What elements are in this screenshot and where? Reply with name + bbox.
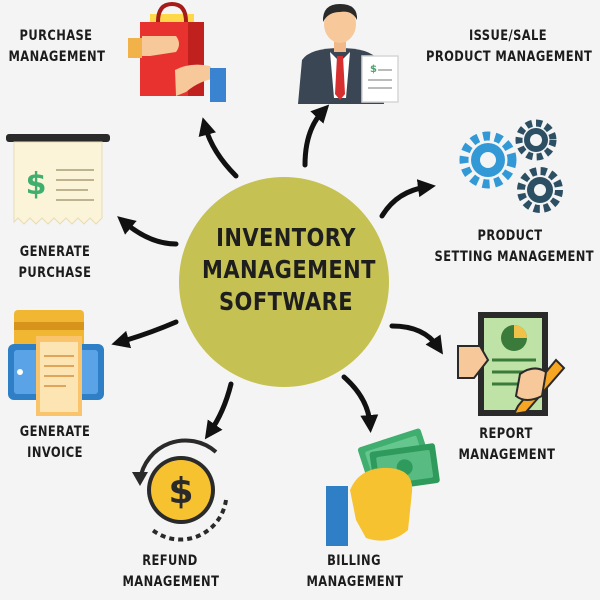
svg-text:$: $ bbox=[370, 64, 377, 75]
label-generate-invoice: GENERATE INVOICE bbox=[19, 424, 91, 461]
arrow-to-billing-management bbox=[341, 374, 379, 433]
shopping-bag-icon bbox=[128, 1, 226, 102]
label-generate-purchase: GENERATE PURCHASE bbox=[18, 244, 92, 281]
arrow-to-report-management bbox=[389, 323, 443, 355]
cash-hand-icon bbox=[326, 428, 440, 546]
hub-title-line-2: MANAGEMENT bbox=[202, 255, 376, 284]
arrow-to-refund-management bbox=[204, 381, 234, 440]
hub-circle bbox=[179, 177, 389, 387]
businessman-icon: $ bbox=[298, 4, 399, 104]
svg-text:$: $ bbox=[26, 167, 47, 202]
report-icon bbox=[457, 312, 566, 416]
receipt-icon: $ bbox=[6, 134, 110, 225]
arrow-to-purchase-management bbox=[198, 117, 239, 179]
label-report-management: REPORT MANAGEMENT bbox=[458, 426, 556, 463]
hub-title: INVENTORY MANAGEMENT SOFTWARE bbox=[202, 222, 376, 318]
hub-title-line-3: SOFTWARE bbox=[218, 287, 354, 316]
gears-icon bbox=[459, 119, 563, 213]
label-issue-sale-product-management: ISSUE/SALE PRODUCT MANAGEMENT bbox=[426, 28, 593, 65]
arrow-to-issue-sale-product-management bbox=[302, 104, 330, 168]
arrow-to-generate-invoice bbox=[111, 319, 179, 349]
label-purchase-management: PURCHASE MANAGEMENT bbox=[8, 28, 106, 65]
arrow-to-generate-purchase bbox=[117, 216, 179, 247]
label-billing-management: BILLING MANAGEMENT bbox=[306, 553, 404, 590]
arrow-to-product-setting-management bbox=[379, 179, 436, 219]
hub-title-line-1: INVENTORY bbox=[216, 223, 356, 252]
invoice-icon bbox=[8, 310, 104, 416]
label-refund-management: REFUND MANAGEMENT bbox=[122, 553, 220, 590]
label-product-setting-management: PRODUCT SETTING MANAGEMENT bbox=[434, 228, 595, 265]
refund-coin-icon: $ bbox=[132, 438, 228, 542]
svg-text:$: $ bbox=[168, 471, 193, 512]
